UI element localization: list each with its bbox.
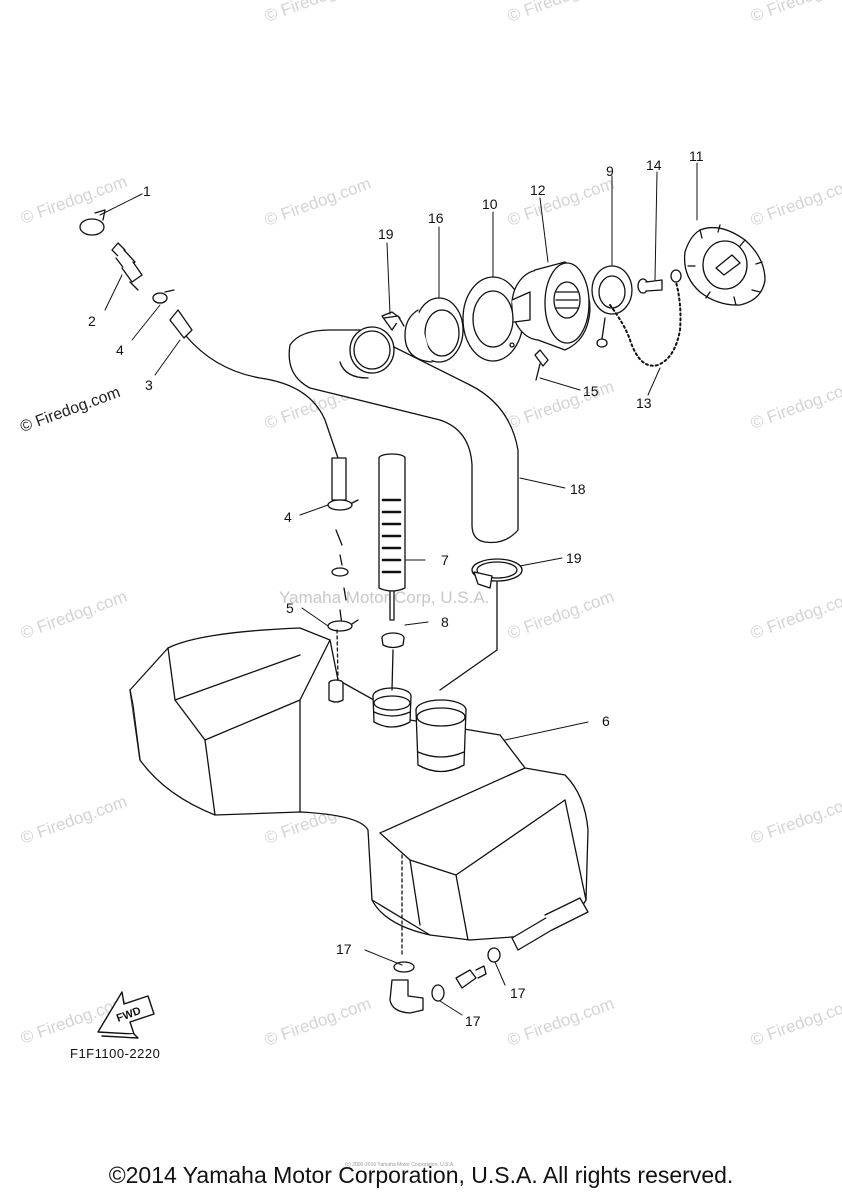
screw-part-14 bbox=[637, 278, 663, 294]
hose-clamp-part-19-lower bbox=[471, 558, 523, 589]
clip-part-4-upper bbox=[152, 289, 175, 304]
fuel-filter-part-7 bbox=[378, 453, 406, 621]
callout-6: 6 bbox=[602, 713, 610, 729]
center-watermark: Yamaha Motor Corp, U.S.A. bbox=[279, 588, 490, 607]
callout-19: 19 bbox=[378, 226, 394, 242]
pickup-fitting bbox=[372, 687, 412, 728]
callout-7: 7 bbox=[441, 552, 449, 568]
cap-chain-part-13 bbox=[609, 281, 682, 367]
filler-hose-part-18 bbox=[288, 329, 519, 544]
callout-3: 3 bbox=[145, 377, 153, 393]
forward-arrow-icon: FWD bbox=[97, 991, 155, 1039]
check-valve-part-2 bbox=[111, 242, 143, 291]
callout-17: 17 bbox=[465, 1013, 481, 1029]
filler-flange-part-12 bbox=[511, 261, 591, 351]
callout-18: 18 bbox=[570, 481, 586, 497]
callout-4: 4 bbox=[116, 342, 124, 358]
callout-11: 11 bbox=[689, 148, 704, 164]
callout-1: 1 bbox=[143, 183, 151, 199]
callout-9: 9 bbox=[606, 163, 614, 179]
callout-19: 19 bbox=[566, 550, 582, 566]
callout-10: 10 bbox=[482, 196, 498, 212]
copyright-small-print: (c) 2000-2016 Yamaha Motor Corporation, … bbox=[345, 1162, 455, 1168]
callout-5: 5 bbox=[286, 600, 294, 616]
callout-13: 13 bbox=[636, 395, 652, 411]
callout-15: 15 bbox=[583, 383, 599, 399]
callout-17: 17 bbox=[510, 985, 526, 1001]
leader-lines bbox=[99, 162, 698, 1016]
fuel-line-fittings bbox=[327, 499, 359, 681]
callout-16: 16 bbox=[428, 210, 444, 226]
assembly-lines bbox=[391, 581, 498, 956]
callout-4: 4 bbox=[284, 509, 292, 525]
callout-14: 14 bbox=[646, 157, 662, 173]
tank-filler-neck bbox=[415, 699, 467, 773]
gasket-part-16 bbox=[404, 297, 464, 363]
fuel-cap-part-11 bbox=[670, 224, 766, 306]
callout-17: 17 bbox=[336, 941, 352, 957]
copyright-notice: ©2014 Yamaha Motor Corporation, U.S.A. A… bbox=[108, 1162, 734, 1188]
vent-fitting bbox=[328, 679, 344, 703]
hose-clamp-part-19-upper bbox=[349, 311, 405, 374]
drawing-code: F1F1100-2220 bbox=[70, 1046, 161, 1061]
clip-part-1 bbox=[79, 209, 106, 236]
drain-fittings-part-17 bbox=[389, 897, 589, 1014]
callout-12: 12 bbox=[530, 182, 546, 198]
grommet-part-8 bbox=[381, 632, 405, 649]
screw-part-15 bbox=[534, 349, 549, 381]
callout-2: 2 bbox=[88, 313, 96, 329]
callout-8: 8 bbox=[441, 614, 449, 630]
fuel-tank-part-6 bbox=[129, 627, 589, 941]
breather-hose-part-3 bbox=[169, 309, 347, 501]
o-ring-part-9 bbox=[591, 265, 633, 348]
